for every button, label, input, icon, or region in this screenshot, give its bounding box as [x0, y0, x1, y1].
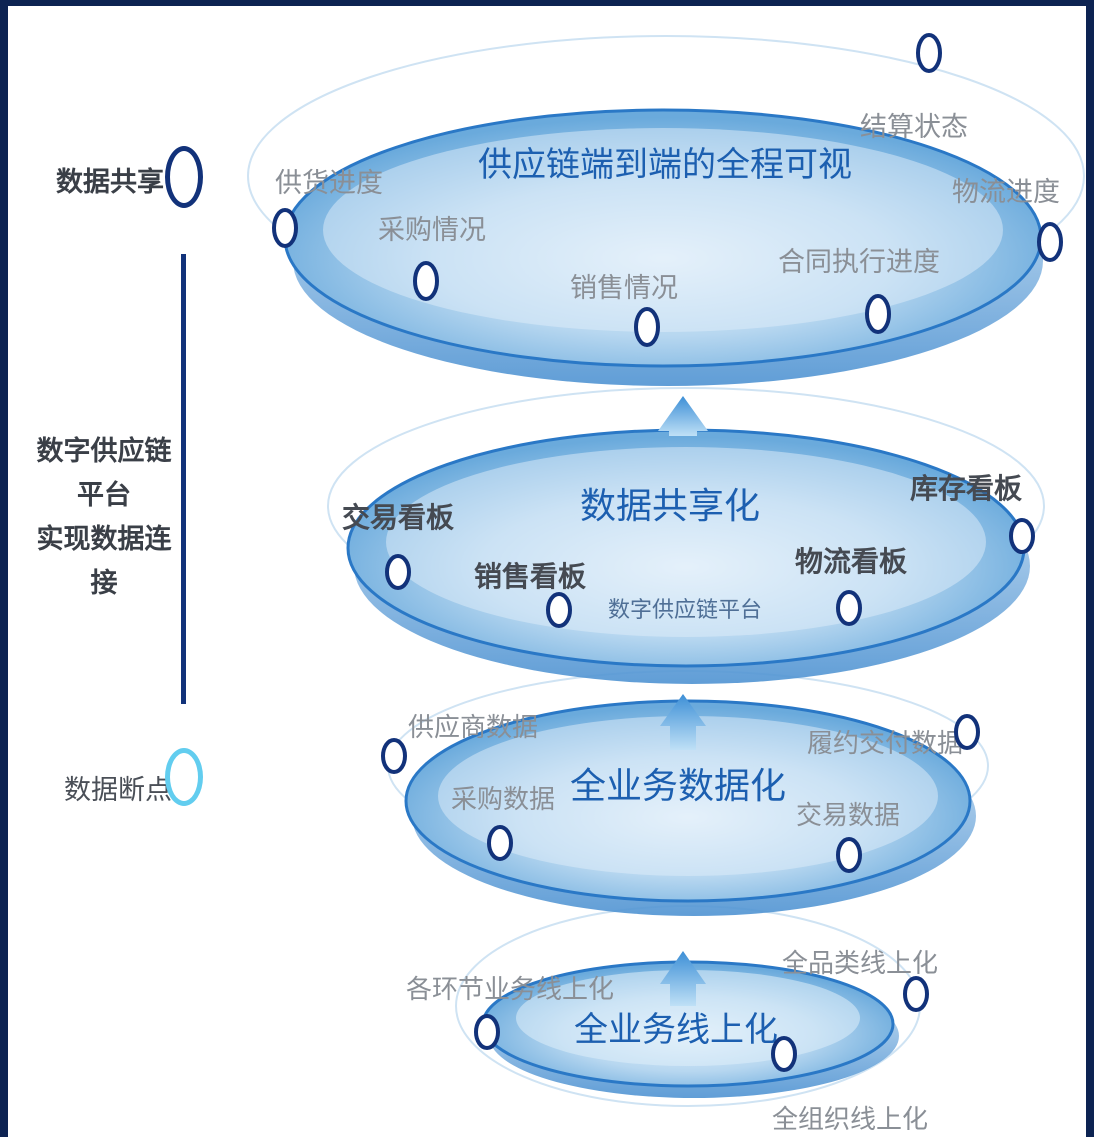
layer-second-node-1 [385, 554, 411, 590]
layer-third-item-2: 采购数据 [451, 785, 555, 815]
layer-bottom-node-2 [903, 976, 929, 1012]
layer-bottom-item-1: 各环节业务线上化 [406, 975, 614, 1005]
layer-third-item-4: 交易数据 [796, 801, 900, 831]
layer-third-title: 全业务数据化 [570, 766, 786, 807]
layer-bottom-node-3 [771, 1036, 797, 1072]
layer-bottom-title: 全业务线上化 [574, 1010, 778, 1050]
layer-third-node-1 [381, 738, 407, 774]
layer-top-inner [323, 128, 1003, 332]
legend-data-share-circle [165, 146, 203, 208]
layer-bottom-item-3: 全组织线上化 [772, 1105, 928, 1135]
arrow-up-icon [658, 396, 708, 436]
layer-bottom-node-1 [474, 1014, 500, 1050]
legend-data-share-label: 数据共享 [56, 167, 164, 198]
layer-second-item-3: 库存看板 [910, 472, 1022, 505]
layer-second-item-4: 物流看板 [795, 545, 907, 578]
layer-top-node-1 [916, 33, 942, 73]
arrow-up-icon [660, 694, 706, 750]
arrow-up-icon [660, 951, 706, 1006]
layer-third-inner [438, 716, 938, 876]
layer-third-node-3 [954, 714, 980, 750]
layer-top: 供应链端到端的全程可视 结算状态 供货进度 采购情况 销售情况 合同执行进度 物… [247, 33, 1085, 386]
layer-top-item-5: 合同执行进度 [778, 247, 940, 278]
layer-second-item-1: 交易看板 [342, 501, 454, 534]
layer-second-node-2 [546, 592, 572, 628]
layer-bottom-inner [516, 970, 860, 1066]
layer-bottom-item-2: 全品类线上化 [782, 949, 938, 979]
layer-second-subtitle: 数字供应链平台 [608, 598, 762, 623]
layer-third: 全业务数据化 供应商数据 采购数据 履约交付数据 交易数据 [381, 670, 989, 916]
diagram-canvas: 数据共享 数字供应链平台 实现数据连接 数据断点 [8, 6, 1086, 1137]
layer-second-node-4 [836, 590, 862, 626]
layer-second-node-3 [1009, 518, 1035, 554]
layer-third-node-2 [487, 825, 513, 861]
legend-data-break-label: 数据断点 [64, 775, 172, 806]
layer-top-item-4: 销售情况 [570, 273, 678, 304]
layer-second-inner [386, 447, 986, 637]
layer-top-title: 供应链端到端的全程可视 [478, 145, 852, 185]
layer-third-node-4 [836, 837, 862, 873]
layer-top-item-6: 物流进度 [952, 177, 1060, 208]
layer-bottom: 全业务线上化 各环节业务线上化 全品类线上化 全组织线上化 [406, 905, 938, 1135]
layer-third-item-3: 履约交付数据 [807, 729, 963, 759]
layer-second: 数据共享化 交易看板 销售看板 库存看板 物流看板 数字供应链平台 [327, 387, 1045, 684]
layer-second-title: 数据共享化 [580, 486, 760, 527]
layer-top-node-2 [272, 208, 298, 248]
layer-top-node-4 [634, 307, 660, 347]
layer-second-item-2: 销售看板 [474, 560, 586, 593]
layer-top-node-5 [865, 294, 891, 334]
layer-third-item-1: 供应商数据 [408, 713, 538, 743]
legend-platform-label: 数字供应链平台 实现数据连接 [24, 430, 184, 606]
layer-top-node-3 [413, 261, 439, 301]
legend-platform-line-2: 实现数据连接 [36, 524, 172, 599]
layer-top-node-6 [1037, 222, 1063, 262]
legend-platform-line-1: 数字供应链平台 [36, 436, 172, 511]
layered-disc-diagram: 全业务线上化 各环节业务线上化 全品类线上化 全组织线上化 全业务数据化 供应商… [247, 33, 1085, 1135]
layer-top-item-3: 采购情况 [378, 215, 486, 246]
layer-top-item-1: 结算状态 [860, 112, 968, 143]
legend-data-break-circle [165, 748, 203, 806]
legend-connector-line [181, 254, 186, 704]
layer-top-item-2: 供货进度 [275, 168, 383, 199]
